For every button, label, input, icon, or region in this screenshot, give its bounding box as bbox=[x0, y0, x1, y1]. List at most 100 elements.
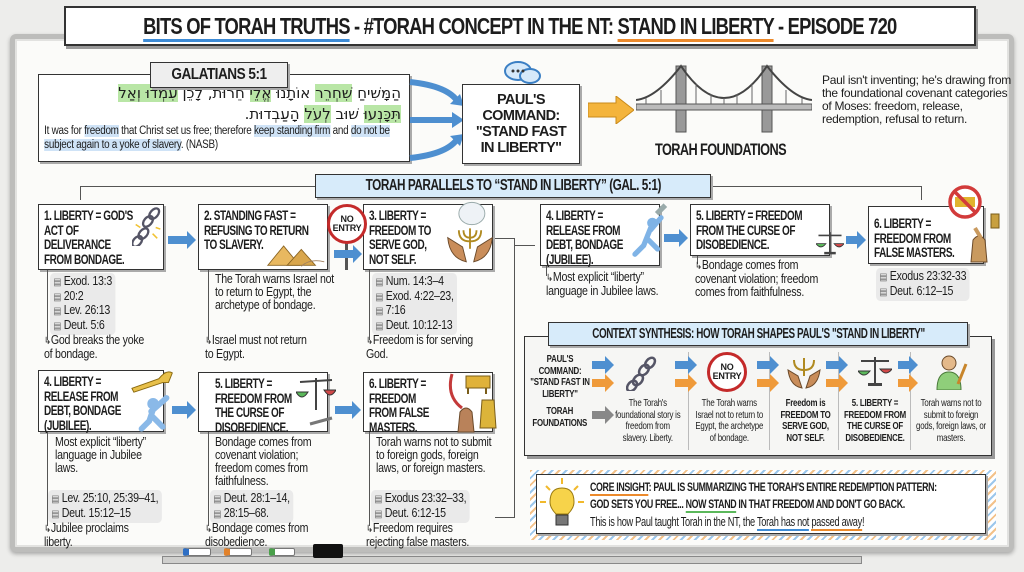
heb-seg: הַמָּשִׁיחַ bbox=[352, 84, 401, 102]
no-entry-text: NO ENTRY bbox=[332, 214, 362, 233]
connector-to-4 bbox=[515, 245, 535, 246]
synthesis-left-top: PAUL'S COMMAND: "STAND FAST IN LIBERTY" bbox=[530, 353, 590, 400]
parallel-card-5-top: 5. LIBERTY = FREEDOM FROM THE CURSE OF D… bbox=[690, 204, 830, 256]
broken-chain-icon bbox=[626, 356, 657, 391]
card-title: 4. LIBERTY = RELEASE FROM DEBT, BONDAGE … bbox=[44, 374, 121, 433]
card-title: 2. STANDING FAST = REFUSING TO RETURN TO… bbox=[204, 208, 309, 252]
synthesis-col-2: The Torah warns Israel not to return to … bbox=[695, 397, 764, 444]
parallels-title: TORAH PARALLELS TO “STAND IN LIBERTY” (G… bbox=[315, 174, 711, 198]
card-title: 4. LIBERTY = RELEASE FROM DEBT, BONDAGE … bbox=[546, 208, 623, 267]
no-idol-icon bbox=[948, 185, 1000, 263]
person-icon bbox=[936, 355, 968, 390]
ref: Exod. 4:22–23, bbox=[375, 289, 454, 305]
caption-1: God breaks the yoke of bondage. bbox=[44, 334, 155, 361]
menorah-hands-icon bbox=[447, 201, 493, 263]
insight-torah-has-not: Torah has not bbox=[756, 514, 810, 531]
verse-label: GALATIANS 5:1 bbox=[150, 62, 288, 88]
arrow-blue bbox=[757, 356, 779, 374]
arrow-orange bbox=[757, 374, 779, 392]
caption-4: Jubilee proclaims liberty. bbox=[44, 522, 155, 549]
insight-line2-end: IN THAT FREEDOM AND DON'T GO BACK. bbox=[736, 497, 905, 511]
arrow-orange bbox=[675, 374, 697, 392]
speech-bubble-icon bbox=[504, 61, 541, 84]
title-topic: STAND IN LIBERTY bbox=[617, 12, 775, 42]
caption-2: Israel must not return to Egypt. bbox=[205, 334, 316, 361]
connector-down-right bbox=[921, 186, 922, 200]
arrow-blue bbox=[898, 356, 918, 374]
connector-3-to-4 bbox=[495, 238, 515, 518]
arrow-orange bbox=[826, 374, 848, 392]
arrow-orange bbox=[592, 374, 614, 392]
synthesis-title-text: CONTEXT SYNTHESIS: HOW TORAH SHAPES PAUL… bbox=[591, 326, 925, 342]
insight-passed-away: passed away bbox=[811, 514, 862, 531]
marker-tray bbox=[162, 556, 862, 564]
heb-seg: לְעֹל bbox=[304, 105, 331, 123]
verse-to-command-arrows bbox=[409, 79, 464, 161]
verse-box: הַמָּשִׁיחַ שִׁחְרֵר אוֹתָנוּ אֱלֵי חֵרו… bbox=[38, 74, 410, 162]
caption-5: Bondage comes from disobedience. bbox=[205, 522, 320, 549]
eng-seg: . (NASB) bbox=[180, 138, 218, 151]
synthesis-left-bottom: TORAH FOUNDATIONS bbox=[532, 405, 588, 429]
tree-line bbox=[47, 270, 48, 340]
divider bbox=[910, 352, 911, 450]
title-episode: - EPISODE 720 bbox=[773, 12, 897, 39]
eng-seg: keep standing firm bbox=[253, 125, 331, 137]
ref: Lev. 25:10, 25:39–41, bbox=[51, 491, 159, 507]
ref: 20:2 bbox=[53, 289, 112, 305]
synthesis-col-5: Torah warns not to submit to foreign god… bbox=[916, 397, 986, 444]
torah-foundations-label: TORAH FOUNDATIONS bbox=[655, 140, 787, 159]
parallel-card-1: 1. LIBERTY = GOD'S ACT OF DELIVERANCE FR… bbox=[38, 204, 164, 270]
orange-marker[interactable] bbox=[224, 548, 252, 556]
parallel-card-4-top: 4. LIBERTY = RELEASE FROM DEBT, BONDAGE … bbox=[540, 204, 660, 266]
card-title: 5. LIBERTY = FREEDOM FROM THE CURSE OF D… bbox=[696, 208, 803, 252]
synthesis-title: CONTEXT SYNTHESIS: HOW TORAH SHAPES PAUL… bbox=[548, 322, 968, 346]
arrow bbox=[172, 401, 196, 419]
heb-seg: עִמְדוּ וְאַל bbox=[118, 84, 178, 102]
heb-seg: אוֹתָנוּ bbox=[271, 84, 316, 102]
title-middle: - #TORAH CONCEPT IN THE NT: bbox=[349, 12, 618, 39]
card-title: 3. LIBERTY = FREEDOM TO SERVE GOD, NOT S… bbox=[369, 208, 431, 267]
eng-seg: that Christ set us free; therefore bbox=[118, 125, 254, 137]
ref: Deut. 5:6 bbox=[53, 318, 112, 334]
no-entry-sign-icon: NO ENTRY bbox=[327, 204, 367, 244]
heb-seg: חֵרוּת, לָכֵן bbox=[177, 84, 250, 102]
arrow-orange bbox=[898, 374, 918, 392]
eng-seg: freedom bbox=[84, 125, 119, 137]
parallels-title-text: TORAH PARALLELS TO “STAND IN LIBERTY” (G… bbox=[365, 177, 661, 194]
synthesis-col-3: Freedom is FREEDOM TO SERVE GOD, NOT SEL… bbox=[780, 397, 831, 444]
arrow bbox=[664, 229, 688, 247]
pyramids-icon bbox=[266, 245, 325, 267]
arrow-blue bbox=[675, 356, 697, 374]
heb-seg: הָעַבְדוּת. bbox=[244, 105, 305, 123]
parallel-card-2: 2. STANDING FAST = REFUSING TO RETURN TO… bbox=[198, 204, 328, 270]
arrow bbox=[334, 245, 362, 263]
pauls-command-box: PAUL'S COMMAND: "STAND FAST IN LIBERTY" bbox=[462, 84, 580, 164]
insight-label: CORE INSIGHT bbox=[590, 480, 649, 496]
ref: Num. 14:3–4 bbox=[375, 274, 453, 290]
ref: Exodus 23:32-33 bbox=[879, 269, 967, 285]
divider bbox=[769, 352, 770, 450]
golden-calf-idol-icon bbox=[448, 373, 497, 433]
pauls-command-label: PAUL'S COMMAND: "STAND FAST IN LIBERTY" bbox=[475, 92, 567, 156]
bridge-icon bbox=[636, 64, 812, 133]
scales-broken-chain-icon bbox=[296, 378, 336, 426]
scales-icon bbox=[858, 357, 892, 386]
tree-line bbox=[369, 270, 370, 340]
eraser[interactable] bbox=[313, 544, 343, 558]
core-insight-box bbox=[536, 474, 986, 534]
arrow-gray bbox=[592, 406, 614, 424]
card-title: 1. LIBERTY = GOD'S ACT OF DELIVERANCE FR… bbox=[44, 208, 133, 267]
arrow bbox=[335, 401, 361, 419]
no-entry-sign-icon: NO ENTRY bbox=[707, 352, 747, 392]
refs-6-top: Exodus 23:32-33Deut. 6:12–15 bbox=[876, 268, 970, 301]
blue-marker[interactable] bbox=[183, 548, 211, 556]
heb-seg: שׁוּב bbox=[330, 105, 364, 123]
green-marker[interactable] bbox=[269, 548, 295, 556]
scales-icon bbox=[816, 232, 844, 255]
arrow-blue bbox=[826, 356, 848, 374]
lightbulb-icon bbox=[540, 478, 584, 526]
caption-6: Freedom requires rejecting false masters… bbox=[366, 522, 489, 549]
tree-line bbox=[208, 432, 209, 526]
ref: Deut. 6:12–15 bbox=[879, 284, 966, 300]
ref: 7:16 bbox=[375, 303, 453, 319]
